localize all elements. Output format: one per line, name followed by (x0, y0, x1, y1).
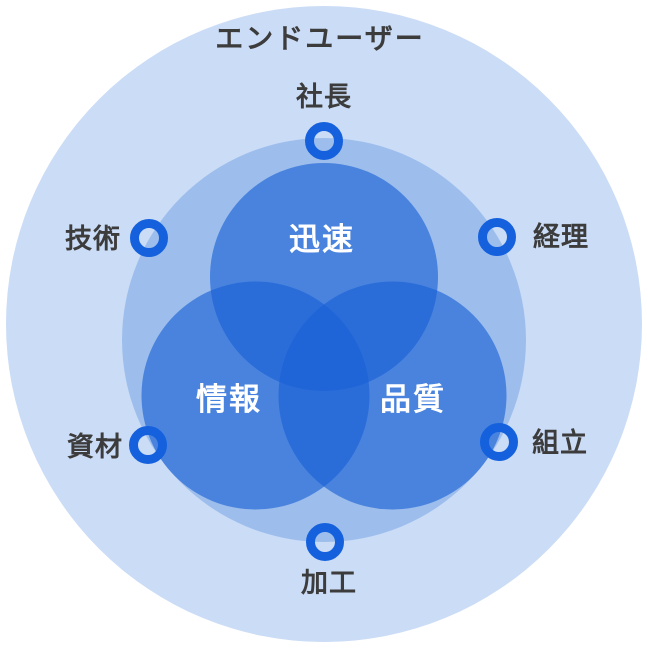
department-markers-group (129, 122, 518, 561)
end-user-label: エンドユーザー (215, 23, 424, 54)
department-label-president: 社長 (296, 81, 352, 112)
core-value-label-information: 情報 (196, 382, 262, 417)
ring-marker-accounting (478, 218, 516, 256)
ring-marker-processing (306, 523, 344, 561)
department-label-materials: 資材 (67, 432, 123, 462)
department-label-engineering: 技術 (65, 224, 121, 254)
department-label-processing: 加工 (301, 568, 357, 598)
ring-marker-assembly (480, 423, 518, 461)
venn-circles-group (141, 163, 507, 510)
ring-marker-president (305, 122, 343, 160)
core-value-label-speed: 迅速 (289, 222, 355, 257)
ring-marker-engineering (130, 219, 168, 257)
venn-circle-quality (278, 281, 507, 510)
ring-marker-materials (129, 426, 167, 464)
department-label-assembly: 組立 (532, 427, 588, 458)
core-value-label-quality: 品質 (380, 382, 446, 417)
department-label-accounting: 経理 (533, 221, 589, 252)
